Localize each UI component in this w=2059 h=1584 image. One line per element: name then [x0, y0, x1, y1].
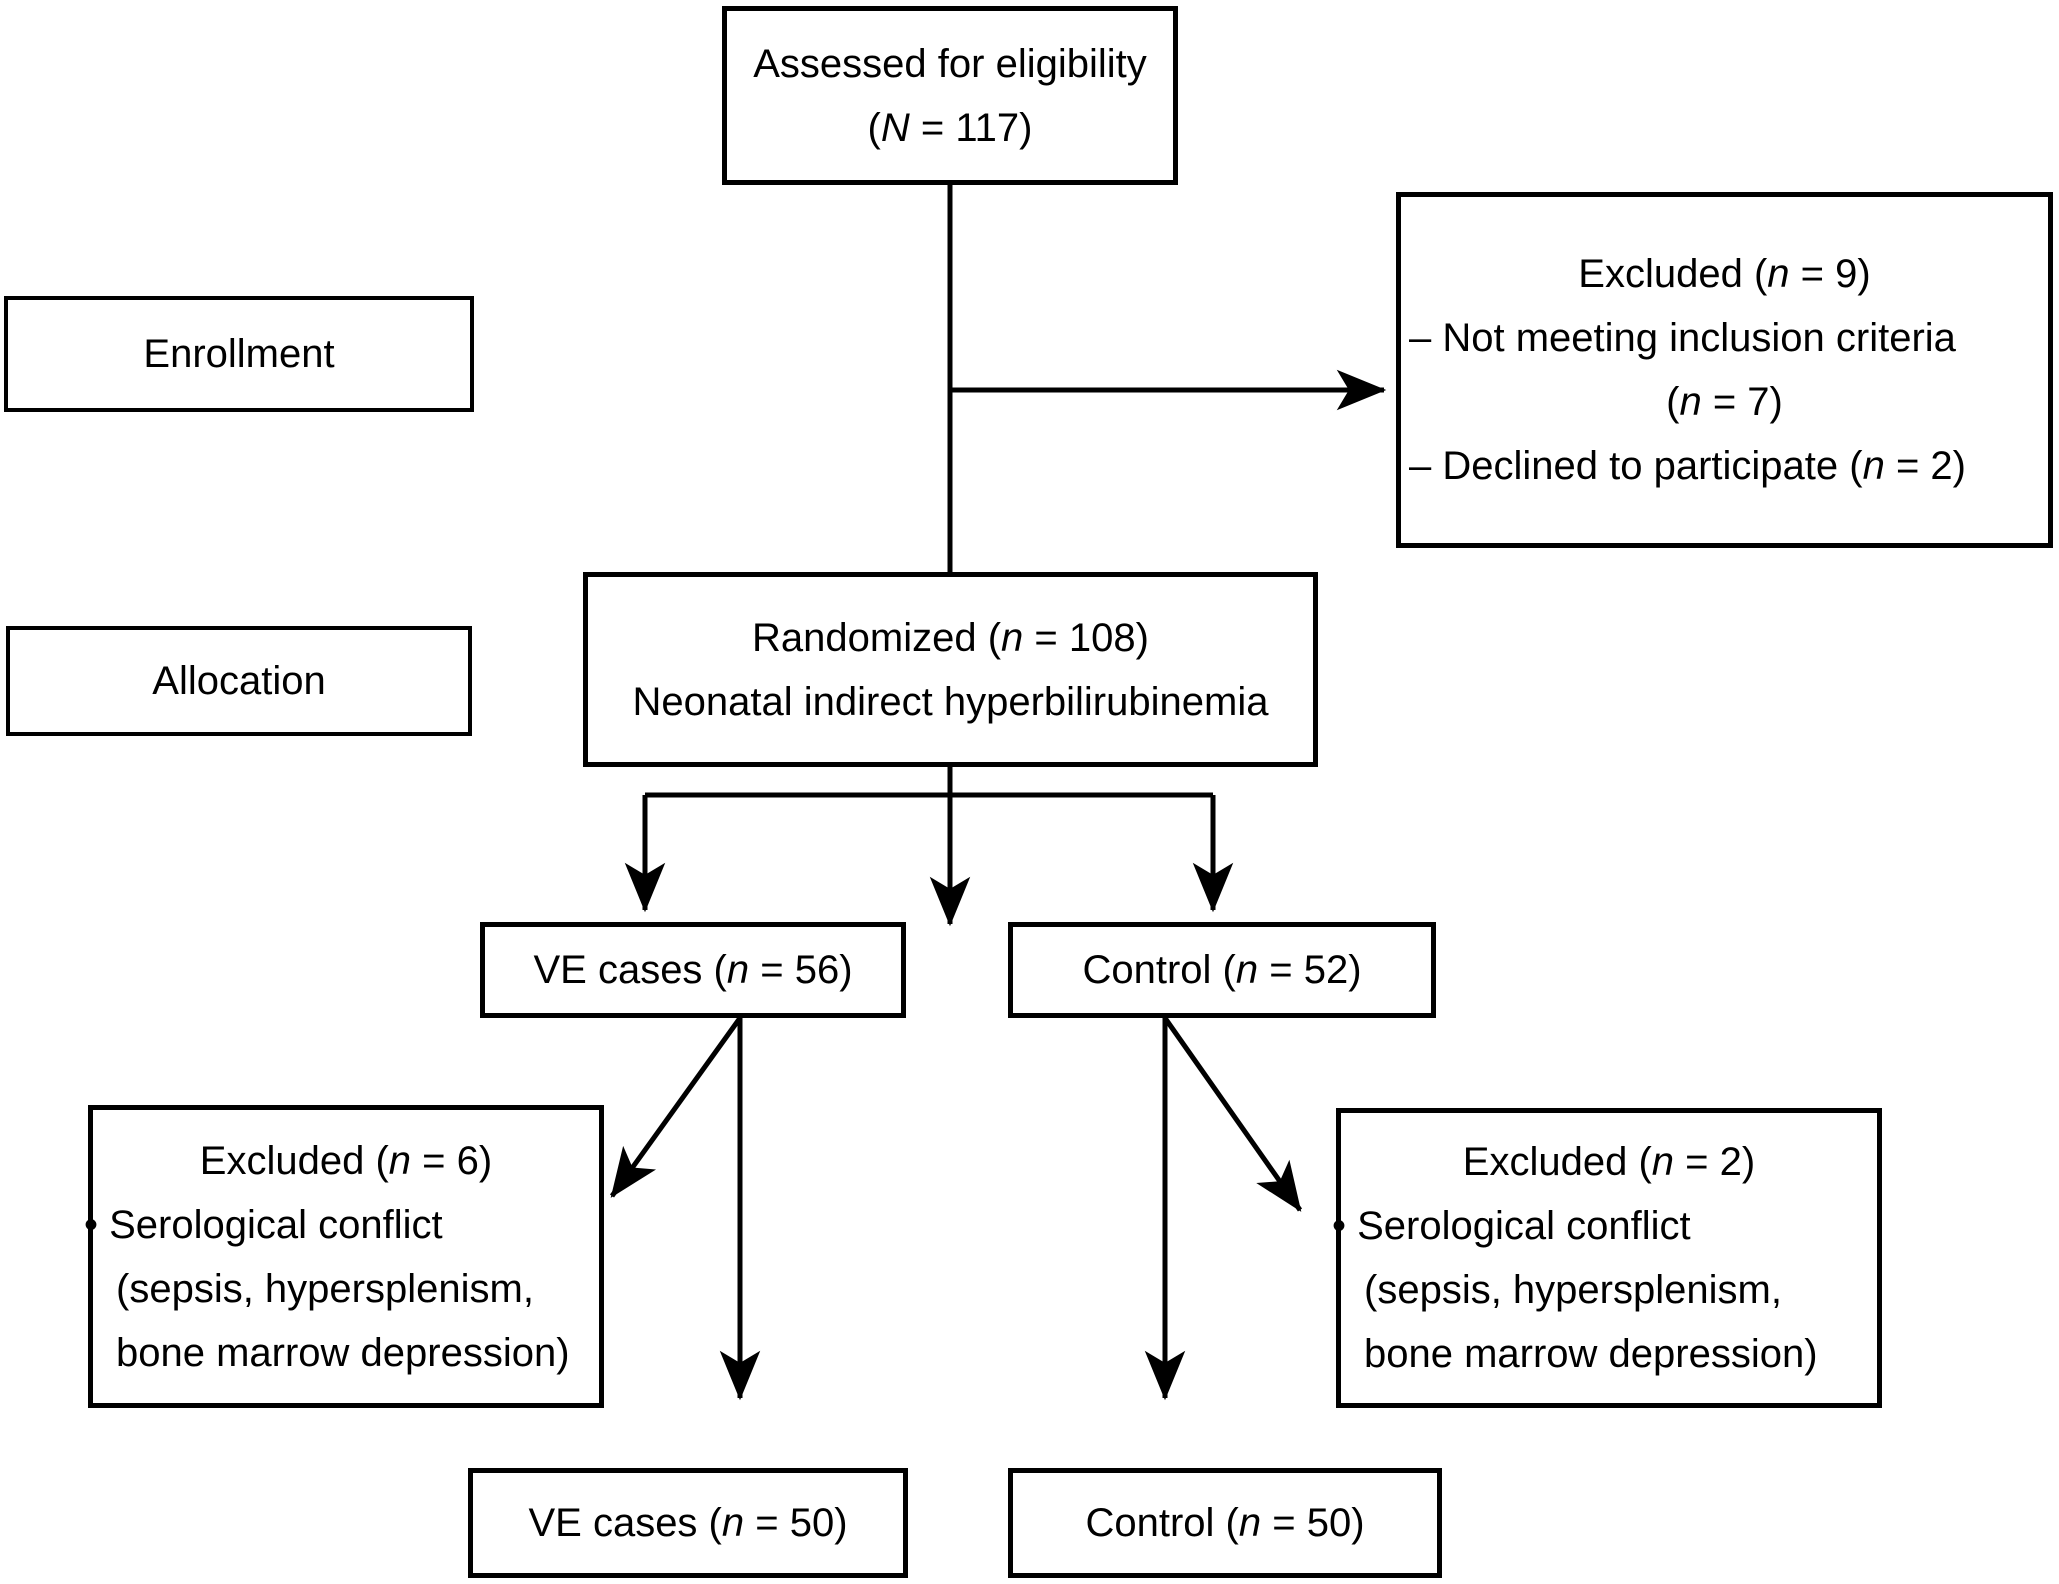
- box-text-line: Excluded (n = 9): [1578, 252, 1871, 296]
- box-text-line: Enrollment: [143, 332, 335, 376]
- box-text-line: Control (n = 52): [1082, 948, 1362, 992]
- box-control: Control (n = 52): [1008, 922, 1436, 1018]
- box-text-line: VE cases (n = 56): [533, 948, 853, 992]
- box-text-line: (sepsis, hypersplenism,: [1364, 1268, 1782, 1312]
- box-text-line: VE cases (n = 50): [528, 1501, 848, 1545]
- box-excluded-enrollment: Excluded (n = 9) – Not meeting inclusion…: [1396, 192, 2053, 548]
- box-text-line: – Declined to participate (n = 2): [1409, 444, 1966, 488]
- box-text-line: – Not meeting inclusion criteria: [1409, 316, 1956, 360]
- box-text-line: (N = 117): [867, 105, 1033, 150]
- box-text-line: Allocation: [152, 659, 326, 703]
- box-ve-cases: VE cases (n = 56): [480, 922, 906, 1018]
- box-text-line: (sepsis, hypersplenism,: [116, 1266, 534, 1311]
- box-text-line: Excluded (n = 6): [199, 1138, 493, 1183]
- box-text-line: • Serological conflict: [84, 1202, 443, 1247]
- box-text-line: bone marrow depression): [116, 1330, 570, 1375]
- box-text-line: Excluded (n = 2): [1462, 1140, 1756, 1184]
- box-text-line: Randomized (n = 108): [752, 615, 1149, 660]
- box-ve-cases-final: VE cases (n = 50): [468, 1468, 908, 1578]
- box-assessed-eligibility: Assessed for eligibility (N = 117): [722, 6, 1178, 185]
- box-enrollment-label: Enrollment: [4, 296, 474, 412]
- box-text-line: • Serological conflict: [1332, 1204, 1691, 1248]
- box-text-line: bone marrow depression): [1364, 1332, 1818, 1376]
- box-excluded-ve: Excluded (n = 6) • Serological conflict …: [84, 1105, 604, 1408]
- box-control-final: Control (n = 50): [1008, 1468, 1442, 1578]
- box-allocation-label: Allocation: [6, 626, 472, 736]
- arrow-ve-to-excluded: [609, 1016, 743, 1198]
- box-excluded-control: Excluded (n = 2) • Serological conflict …: [1332, 1108, 1882, 1408]
- arrow-control-to-excluded: [1162, 1016, 1303, 1212]
- box-randomized: Randomized (n = 108) Neonatal indirect h…: [583, 572, 1318, 767]
- box-text-line: Neonatal indirect hyperbilirubinemia: [632, 679, 1269, 724]
- box-text-line: Control (n = 50): [1085, 1501, 1365, 1545]
- box-text-line: Assessed for eligibility: [753, 41, 1147, 86]
- box-text-line: (n = 7): [1666, 380, 1783, 424]
